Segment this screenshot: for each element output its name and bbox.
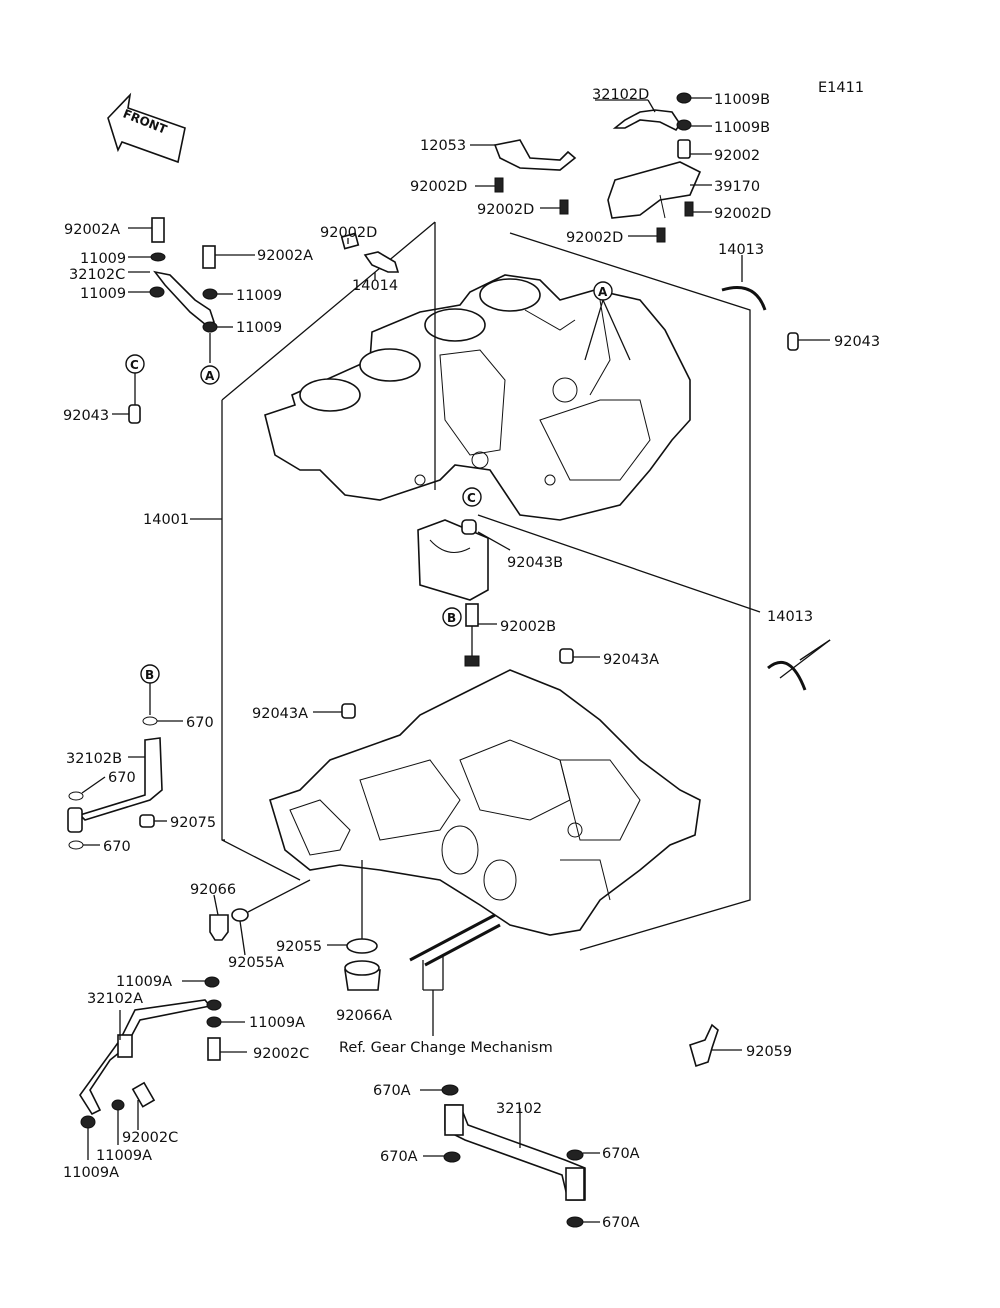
- label-14013: 14013: [718, 242, 764, 258]
- label-11009b: 11009B: [714, 92, 770, 108]
- bracket-12053: [470, 139, 577, 171]
- oil-pipe-32102d: [595, 99, 681, 132]
- label-92002c: 92002C: [253, 1046, 309, 1062]
- reference-note: Ref. Gear Change Mechanism: [339, 1040, 553, 1056]
- label-11009a: 11009A: [116, 974, 172, 990]
- label-32102b: 32102B: [66, 751, 122, 767]
- label-92055: 92055: [276, 939, 322, 955]
- label-92002a: 92002A: [64, 222, 120, 238]
- label-32102d: 32102D: [592, 87, 649, 103]
- label-11009b: 11009B: [714, 120, 770, 136]
- label-92043a: 92043A: [252, 706, 308, 722]
- label-11009a: 11009A: [63, 1165, 119, 1181]
- svg-text:C: C: [130, 358, 139, 372]
- label-92002b: 92002B: [500, 619, 556, 635]
- label-32102: 32102: [496, 1101, 542, 1117]
- label-92075: 92075: [170, 815, 216, 831]
- label-670: 670: [108, 770, 136, 786]
- label-92002d: 92002D: [566, 230, 623, 246]
- label-12053: 12053: [420, 138, 466, 154]
- label-92066a: 92066A: [336, 1008, 392, 1024]
- label-92043: 92043: [834, 334, 880, 350]
- label-92059: 92059: [746, 1044, 792, 1060]
- front-arrow-icon: FRONT: [107, 92, 186, 164]
- label-670a: 670A: [373, 1083, 411, 1099]
- callout-c-case: [462, 487, 482, 507]
- label-11009: 11009: [236, 320, 282, 336]
- label-32102a: 32102A: [87, 991, 143, 1007]
- part-number-labels: 32102D 11009B 11009B 92002 12053 39170 9…: [63, 87, 880, 1231]
- label-92002c: 92002C: [122, 1130, 178, 1146]
- label-92002: 92002: [714, 148, 760, 164]
- oil-pipe-32102b: [67, 737, 163, 833]
- label-11009: 11009: [80, 251, 126, 267]
- label-670a: 670A: [602, 1146, 640, 1162]
- callout-a-left: [200, 365, 220, 385]
- label-670a: 670A: [380, 1149, 418, 1165]
- label-39170: 39170: [714, 179, 760, 195]
- label-670a: 670A: [602, 1215, 640, 1231]
- bearing-cap: [417, 519, 489, 601]
- label-670: 670: [186, 715, 214, 731]
- oil-pipe-32102: [444, 1104, 586, 1201]
- label-14014: 14014: [352, 278, 398, 294]
- label-14001: 14001: [143, 512, 189, 528]
- plate-39170: [607, 161, 712, 219]
- label-92066: 92066: [190, 882, 236, 898]
- label-92002d: 92002D: [320, 225, 377, 241]
- label-92002d: 92002D: [410, 179, 467, 195]
- label-92002a: 92002A: [257, 248, 313, 264]
- diagram-code: E1411: [818, 80, 864, 96]
- label-11009: 11009: [236, 288, 282, 304]
- label-92055a: 92055A: [228, 955, 284, 971]
- label-92002d: 92002D: [477, 202, 534, 218]
- svg-text:B: B: [145, 668, 154, 682]
- label-11009: 11009: [80, 286, 126, 302]
- label-92002d: 92002D: [714, 206, 771, 222]
- label-11009a: 11009A: [249, 1015, 305, 1031]
- oil-pipe-32102a: [79, 999, 212, 1116]
- callout-b-case: [442, 607, 462, 627]
- label-11009a: 11009A: [96, 1148, 152, 1164]
- label-92043b: 92043B: [507, 555, 563, 571]
- label-32102c: 32102C: [69, 267, 125, 283]
- upper-crankcase: [264, 274, 691, 521]
- label-92043a: 92043A: [603, 652, 659, 668]
- label-92043: 92043: [63, 408, 109, 424]
- label-670: 670: [103, 839, 131, 855]
- svg-text:A: A: [598, 285, 608, 299]
- svg-text:B: B: [447, 611, 456, 625]
- svg-text:A: A: [205, 369, 215, 383]
- label-14013: 14013: [767, 609, 813, 625]
- lower-crankcase: [269, 669, 701, 936]
- svg-text:C: C: [467, 491, 476, 505]
